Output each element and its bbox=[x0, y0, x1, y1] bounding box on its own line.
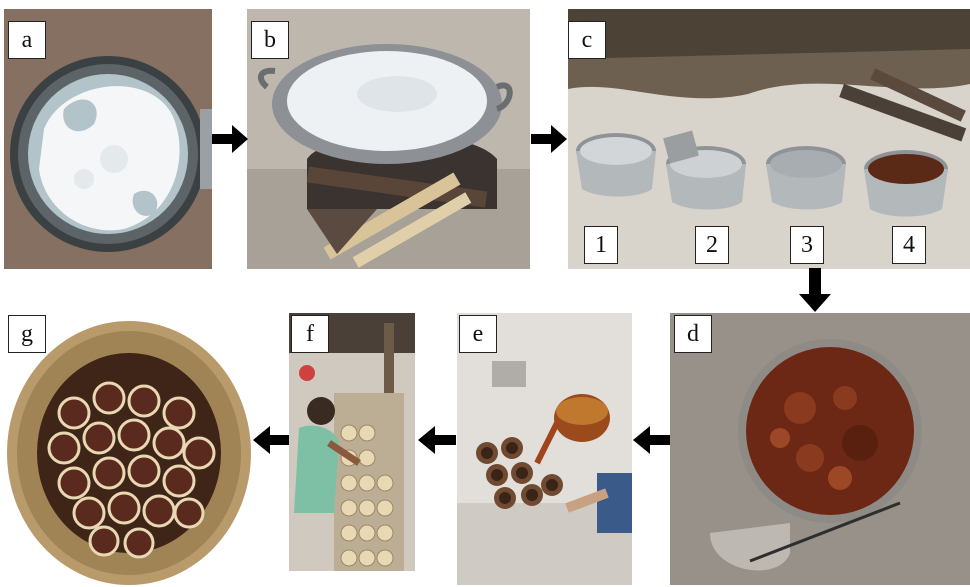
panel-c-label: c bbox=[568, 21, 606, 59]
panel-e-label: e bbox=[459, 315, 497, 353]
panel-f-photo: f bbox=[289, 313, 415, 571]
boiling-syrup-illustration bbox=[670, 313, 970, 585]
pot-number-2: 2 bbox=[695, 226, 729, 264]
arrow-e-to-f bbox=[418, 426, 456, 454]
palm-sugar-basket-illustration bbox=[4, 313, 254, 587]
pouring-syrup-illustration bbox=[457, 313, 632, 585]
panel-b-label: b bbox=[251, 21, 289, 59]
arrow-d-to-e bbox=[633, 426, 670, 454]
arrow-c-to-d bbox=[799, 268, 831, 312]
panel-e-photo: e bbox=[457, 313, 632, 585]
panel-a-photo: a bbox=[4, 9, 212, 269]
panel-a-label: a bbox=[8, 21, 46, 59]
panel-d-photo: d bbox=[670, 313, 970, 585]
panel-f-label: f bbox=[291, 315, 329, 353]
pot-number-1: 1 bbox=[584, 226, 618, 264]
panel-g-photo: g bbox=[4, 313, 254, 587]
boiling-wok-illustration bbox=[247, 9, 530, 269]
arrow-f-to-g bbox=[253, 426, 289, 454]
arrow-a-to-b bbox=[212, 125, 248, 153]
panel-d-label: d bbox=[674, 315, 712, 353]
arrow-b-to-c bbox=[531, 125, 567, 153]
pot-number-3: 3 bbox=[790, 226, 824, 264]
pot-number-4: 4 bbox=[892, 226, 926, 264]
panel-b-photo: b bbox=[247, 9, 530, 269]
panel-g-label: g bbox=[8, 315, 46, 353]
panel-c-photo: c 1 2 3 4 bbox=[568, 9, 970, 269]
